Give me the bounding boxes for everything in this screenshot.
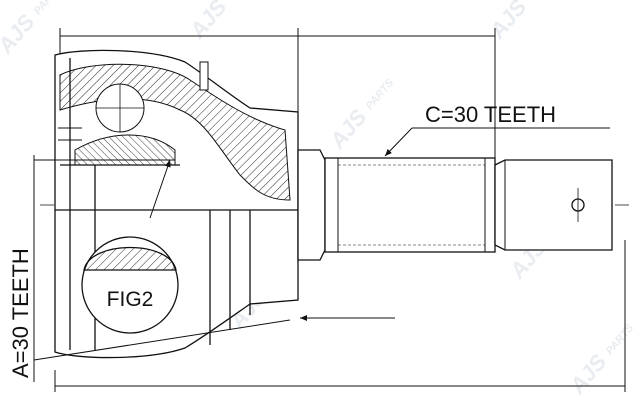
watermark-suffix: PARTS [604, 321, 637, 357]
hatch-region-cage [74, 134, 176, 166]
retaining-clip [199, 61, 209, 91]
c-leader [384, 127, 610, 157]
watermark-brand: AJS [324, 104, 372, 154]
watermark-suffix: PARTS [524, 0, 557, 2]
watermark-brand: AJS [0, 9, 40, 59]
c-leader-arrow [384, 127, 413, 157]
watermark-suffix: PARTS [224, 0, 257, 2]
stub-shaft [297, 149, 613, 261]
a-dimension [33, 155, 291, 382]
watermark-suffix: PARTS [32, 0, 65, 17]
shaft-spline [324, 157, 496, 253]
fig2-label: FIG2 [107, 288, 154, 311]
watermark-brand: AJS [564, 349, 612, 399]
watermark-brand: AJS [184, 0, 232, 44]
fig2-detail: FIG2 [81, 159, 179, 334]
fig2-leader [149, 159, 171, 219]
fig2-hatch [83, 246, 177, 271]
a-leader [33, 319, 291, 361]
shaft-thread [494, 159, 613, 251]
section-hatch-top [58, 61, 291, 201]
bottom-dimension [54, 240, 626, 392]
shaft-neck [297, 149, 326, 261]
watermark-brand: AJS [484, 0, 532, 44]
a-teeth-label: A=30 TEETH [8, 248, 33, 378]
top-dimension [59, 28, 496, 170]
watermark-suffix: PARTS [364, 76, 397, 112]
c-teeth-label: C=30 TEETH [425, 102, 556, 127]
